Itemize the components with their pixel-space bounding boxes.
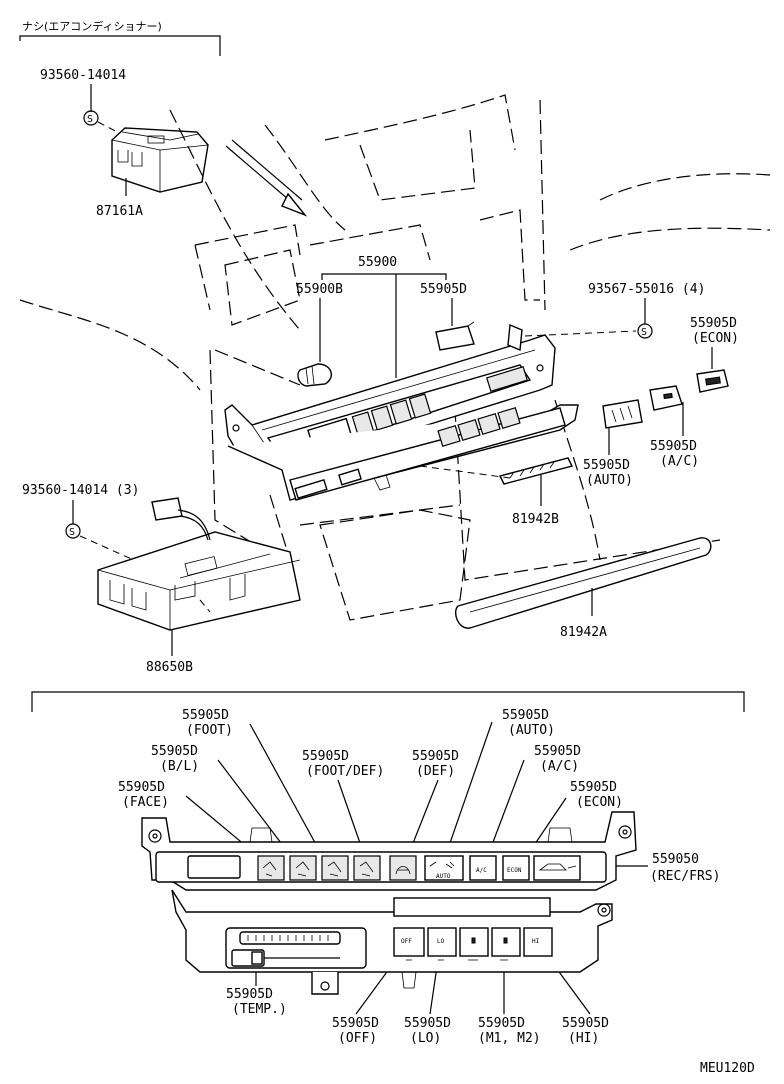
knob-label: 55905D <box>420 282 467 297</box>
panel-econ-text: ECON <box>507 867 522 874</box>
label-temp: 55905D <box>226 987 273 1002</box>
label-foot-def: 55905D <box>302 749 349 764</box>
bulb-label: 55900B <box>296 282 343 297</box>
label-rec: 559050 <box>652 852 699 867</box>
amplifier-group: 93560-14014 (3) S 88650B <box>22 483 301 675</box>
screw-part-label: 93567-55016 (4) <box>588 282 705 297</box>
label-bl-sub: (B/L) <box>160 759 199 774</box>
label-m1m2-sub: (M1, M2) <box>478 1031 541 1046</box>
label-bl: 55905D <box>151 744 198 759</box>
plate-large: 81942A <box>454 537 712 640</box>
label-auto-sub: (AUTO) <box>508 723 555 738</box>
control-assy-label: 55900 <box>358 255 397 270</box>
relay-part-number: 93560-14014 <box>40 68 126 83</box>
relay-body <box>111 127 209 193</box>
label-off-sub: (OFF) <box>338 1031 377 1046</box>
knob-ac: 55905D (A/C) <box>649 385 699 469</box>
knob-ac-sub: (A/C) <box>660 454 699 469</box>
screw-group-upper: 93567-55016 (4) S <box>524 282 705 339</box>
label-hi: 55905D <box>562 1016 609 1031</box>
panel-off-text: OFF <box>401 938 412 945</box>
plate-large-label: 81942A <box>560 625 607 640</box>
plate-small: 81942B <box>498 457 574 527</box>
label-rec-sub: (REC/FRS) <box>650 869 720 884</box>
install-direction-arrow <box>225 139 308 217</box>
control-panel-upper <box>224 323 579 501</box>
label-m1m2: 55905D <box>478 1016 525 1031</box>
header-note: ナシ(エアコンディショナー) <box>22 19 162 33</box>
control-panel-front: AUTO A/C ECON OFF LO HI <box>141 811 637 995</box>
label-hi-sub: (HI) <box>568 1031 599 1046</box>
lower-section-bracket <box>31 691 745 712</box>
label-ac: 55905D <box>534 744 581 759</box>
knob-econ-label: 55905D <box>690 316 737 331</box>
label-auto: 55905D <box>502 708 549 723</box>
diagram-code: MEU120D <box>700 1061 755 1076</box>
label-face: 55905D <box>118 780 165 795</box>
label-def: 55905D <box>412 749 459 764</box>
relay-group: 93560-14014 S 87161A <box>40 68 209 219</box>
label-foot-def-sub: (FOOT/DEF) <box>306 764 384 779</box>
label-lo-sub: (LO) <box>410 1031 441 1046</box>
plate-small-label: 81942B <box>512 512 559 527</box>
panel-ac-text: A/C <box>476 867 487 874</box>
amp-screw-symbol: S <box>69 527 75 538</box>
label-off: 55905D <box>332 1016 379 1031</box>
knob-auto-label: 55905D <box>583 458 630 473</box>
label-foot-sub: (FOOT) <box>186 723 233 738</box>
lower-callouts: 55905D (FOOT) 55905D (B/L) 55905D (FACE)… <box>118 708 720 1046</box>
label-face-sub: (FACE) <box>122 795 169 810</box>
knob-auto-sub: (AUTO) <box>586 473 633 488</box>
panel-auto-text: AUTO <box>436 873 451 880</box>
panel-hi-text: HI <box>532 938 540 945</box>
label-foot: 55905D <box>182 708 229 723</box>
bulb <box>297 363 333 387</box>
label-def-sub: (DEF) <box>416 764 455 779</box>
knob-econ: 55905D (ECON) <box>690 316 739 393</box>
control-assembly-labels: 55900 55900B 55905D <box>296 255 467 378</box>
header-bracket <box>19 35 221 56</box>
knob-ac-label: 55905D <box>650 439 697 454</box>
knob-auto: 55905D (AUTO) <box>583 399 643 488</box>
panel-lo-text: LO <box>437 938 445 945</box>
relay-label: 87161A <box>96 204 143 219</box>
label-temp-sub: (TEMP.) <box>232 1002 287 1017</box>
label-ac-sub: (A/C) <box>540 759 579 774</box>
label-lo: 55905D <box>404 1016 451 1031</box>
knob-upper <box>435 321 475 351</box>
screw-symbol-upper: S <box>641 327 647 338</box>
amplifier-body <box>97 497 301 631</box>
amplifier-label: 88650B <box>146 660 193 675</box>
label-econ-sub: (ECON) <box>576 795 623 810</box>
relay-screw-symbol: S <box>87 114 93 125</box>
knob-econ-sub: (ECON) <box>692 331 739 346</box>
amp-screw-label: 93560-14014 (3) <box>22 483 139 498</box>
label-econ: 55905D <box>570 780 617 795</box>
